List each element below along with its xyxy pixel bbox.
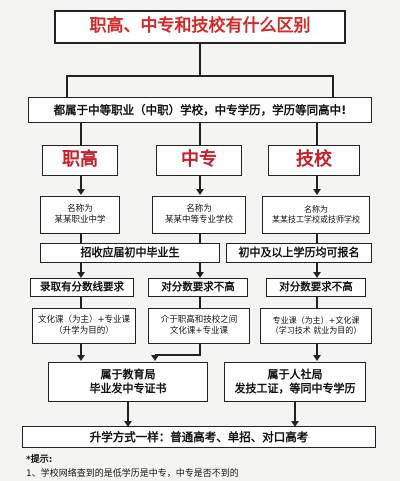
arrow: [313, 355, 321, 361]
enrollment-right-box: 初中及以上学历均可报名: [226, 243, 372, 263]
shared-feature-box: 都属于中等职业（中职）学校，中专学历，学历等同高中!: [28, 97, 372, 123]
connector: [316, 234, 318, 244]
arrow: [124, 421, 132, 427]
connector: [316, 263, 318, 273]
connector: [199, 263, 201, 273]
connector: [199, 123, 201, 146]
course-zhigao-box: 文化课（为主）+专业课 （升学为目的）: [32, 308, 136, 344]
certificate-right-box: 属于人社局 发技工证，等同中专学历: [224, 362, 366, 402]
connector: [80, 123, 82, 146]
arrow: [291, 421, 299, 427]
arrow: [196, 272, 204, 278]
school-header-jixiao: 技校: [268, 145, 360, 176]
arrow: [77, 189, 85, 195]
score-jixiao-box: 对分数要求不高: [266, 278, 366, 297]
promotion-box: 升学方式一样：普通高考、单招、对口高考: [22, 426, 376, 448]
connector: [80, 344, 82, 356]
certificate-left-box: 属于教育局 毕业发中专证书: [48, 362, 208, 402]
connector: [199, 297, 201, 309]
arrow: [77, 272, 85, 278]
course-jixiao-box: 专业课（为主）+文化课 （学习技术 就业为目的）: [260, 308, 372, 344]
connector: [199, 44, 201, 76]
score-zhongzhuan-box: 对分数要求不高: [148, 278, 248, 297]
note-heading: *提示:: [26, 455, 53, 465]
connector: [155, 354, 201, 356]
arrow: [77, 355, 85, 361]
arrow: [313, 189, 321, 195]
connector: [199, 344, 201, 356]
arrow: [196, 189, 204, 195]
course-zhongzhuan-box: 介于职高和技校之间 文化课+专业课: [148, 308, 250, 344]
arrow: [151, 355, 159, 361]
connector: [127, 402, 129, 422]
connector: [332, 75, 334, 100]
connector: [316, 176, 318, 190]
connector: [316, 297, 318, 309]
connector: [316, 344, 318, 356]
school-name-jixiao: 名称为 某某技工学校或技师学校: [262, 196, 370, 234]
school-header-zhongzhuan: 中专: [156, 145, 242, 176]
diagram-title: 职高、中专和技校有什么区别: [54, 10, 346, 44]
enrollment-left-box: 招收应届初中毕业生: [40, 243, 220, 263]
score-zhigao-box: 录取有分数线要求: [30, 278, 134, 297]
connector: [316, 123, 318, 146]
note-line-1: 1、学校网络查到的是低学历是中专，中专是否不到的: [26, 469, 239, 479]
connector: [80, 297, 82, 309]
school-name-zhongzhuan: 名称为 某某中等专业学校: [152, 196, 246, 234]
school-name-zhigao: 名称为 某某职业中学: [40, 196, 120, 234]
connector: [66, 75, 68, 100]
connector: [66, 75, 334, 77]
school-header-zhigao: 职高: [42, 145, 118, 176]
arrow: [313, 272, 321, 278]
connector: [199, 176, 201, 190]
connector: [80, 263, 82, 273]
connector: [80, 176, 82, 190]
connector: [199, 234, 201, 244]
connector: [294, 402, 296, 422]
connector: [80, 234, 82, 244]
